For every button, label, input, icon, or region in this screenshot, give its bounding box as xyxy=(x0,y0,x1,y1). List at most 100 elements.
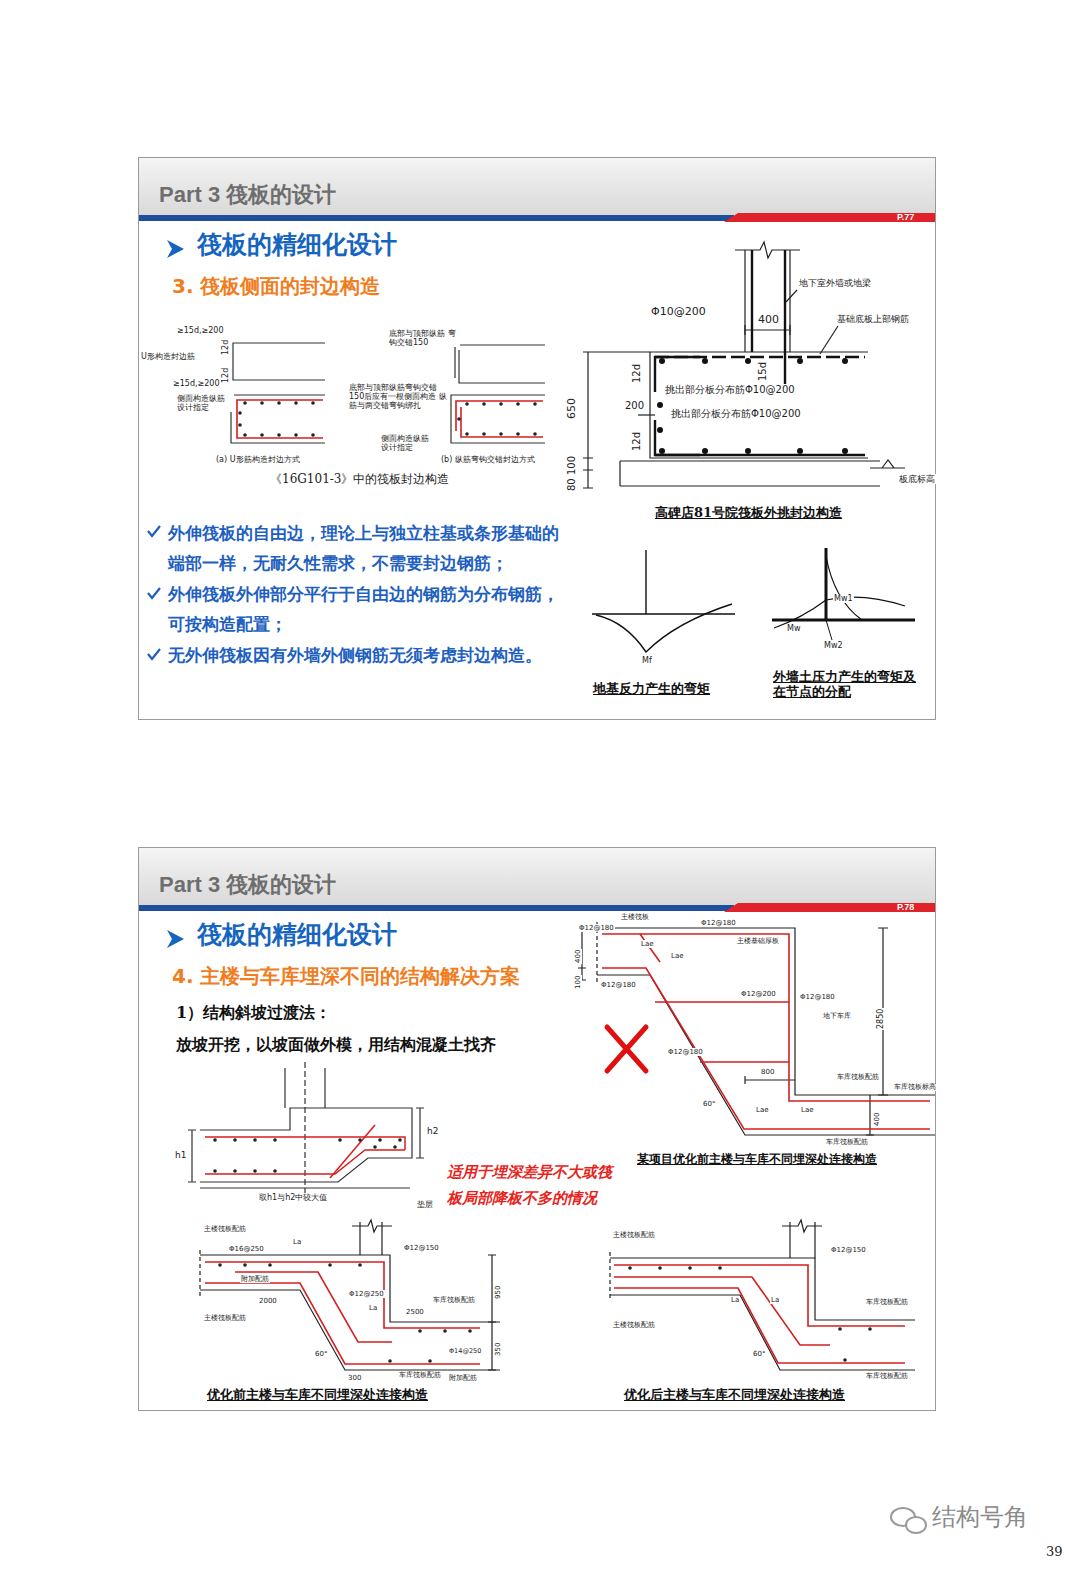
drawing-label: Φ12@180 xyxy=(700,919,737,927)
drawing-label: 12d xyxy=(631,363,643,384)
drawing-label: 垫层 xyxy=(416,1200,434,1209)
drawing-label: Φ12@180 xyxy=(799,993,836,1001)
drawing-label: Φ12@200 xyxy=(740,990,777,998)
applicability-note: 适用于埋深差异不大或筏板局部降板不多的情况 xyxy=(447,1159,619,1212)
drawing-label: 车库筏板配筋 xyxy=(825,1138,869,1146)
drawing-label: 车库筏板配筋 xyxy=(432,1296,476,1304)
page-tag: P.78 xyxy=(897,902,914,912)
drawing-label: 车库筏板配筋 xyxy=(398,1371,442,1379)
drawing-label: 车库筏板配筋 xyxy=(865,1298,909,1306)
drawing-label: 200 xyxy=(624,400,645,412)
watermark: 结构号角 xyxy=(932,1504,1028,1532)
drawing-label: Φ14@250 xyxy=(448,1348,482,1355)
drawing-label: h1 xyxy=(174,1150,187,1160)
page-text: 《16G101-3》中的筏板封边构造 xyxy=(270,473,449,487)
drawing-label: 板底标高 xyxy=(898,474,936,484)
drawing-label: 地下车库 xyxy=(822,1012,852,1020)
drawing-label: La xyxy=(770,1296,780,1304)
drawing-label: h2 xyxy=(426,1126,439,1136)
drawing-label: Φ10@200 xyxy=(650,306,707,319)
method-text: 1）结构斜坡过渡法： xyxy=(176,1004,331,1022)
drawing-label: 车库筏板配筋 xyxy=(865,1372,909,1380)
figure-caption: 优化前主楼与车库不同埋深处连接构造 xyxy=(207,1388,428,1403)
drawing-label: 主楼筏板配筋 xyxy=(612,1231,656,1239)
drawing-label: 底部与顶部纵筋弯钩交错 150后应有一根侧面构造 纵筋与两交错弯钩绑扎 xyxy=(348,383,450,411)
figure-caption: 高碑店81号院筏板外挑封边构造 xyxy=(655,506,842,521)
drawing-label: 800 xyxy=(760,1068,775,1076)
drawing-label: (a) U形筋构造封边方式 xyxy=(215,455,301,464)
drawing-label: 100 xyxy=(574,975,582,990)
drawing-label: Mw1 xyxy=(833,594,854,603)
drawing-label: La xyxy=(292,1238,302,1246)
drawing-label: Mf xyxy=(641,656,653,665)
slide-title: Part 3 筏板的设计 xyxy=(159,180,336,210)
drawing-label: ≥15d,≥200 xyxy=(176,326,224,335)
drawing-label: Mw2 xyxy=(823,641,844,650)
drawing-label: 侧面构造纵筋 设计指定 xyxy=(176,394,234,412)
drawing-label: 取h1与h2中较大值 xyxy=(258,1193,328,1202)
drawing-label: 100 xyxy=(566,455,578,476)
slide-title: Part 3 筏板的设计 xyxy=(159,870,336,900)
page-tag: P.77 xyxy=(897,212,914,222)
drawing-label: Φ12@180 xyxy=(578,924,615,932)
drawing-label: Lae xyxy=(800,1106,815,1114)
drawing-label: 2000 xyxy=(258,1297,278,1305)
figure-caption: 某项目优化前主楼与车库不同埋深处连接构造 xyxy=(637,1153,877,1167)
figure-caption: 外墙土压力产生的弯矩及在节点的分配 xyxy=(773,670,925,700)
drawing-label: 挑出部分板分布筋Φ10@200 xyxy=(664,384,796,396)
page-text: 39 xyxy=(1046,1545,1063,1560)
drawing-label: 主楼筏板配筋 xyxy=(203,1225,247,1233)
drawing-label: 车库筏板标高 xyxy=(893,1084,937,1091)
drawing-label: 附加配筋 xyxy=(240,1275,270,1283)
drawing-label: 挑出部分板分布筋Φ10@200 xyxy=(670,408,802,420)
drawing-label: Φ12@150 xyxy=(830,1246,867,1254)
bullet-note: 无外伸筏板因有外墙外侧钢筋无须考虑封边构造。 xyxy=(168,640,566,670)
drawing-label: 400 xyxy=(757,314,780,327)
drawing-label: 400 xyxy=(574,949,582,964)
drawing-label: Φ12@180 xyxy=(667,1048,704,1056)
drawing-label: Lae xyxy=(755,1106,770,1114)
drawing-label: 60° xyxy=(752,1350,766,1358)
drawing-label: Φ12@250 xyxy=(348,1290,385,1298)
drawing-label: Mw xyxy=(786,624,801,633)
subsection-heading: 3. 筏板侧面的封边构造 xyxy=(172,275,380,298)
drawing-label: 主楼基础厚板 xyxy=(736,937,780,945)
drawing-label: 60° xyxy=(702,1100,716,1108)
drawing-label: 650 xyxy=(566,397,579,420)
section-heading: 筏板的精细化设计 xyxy=(197,921,397,950)
drawing-label: 侧面构造纵筋 设计指定 xyxy=(380,434,438,452)
drawing-label: 地下室外墙或地梁 xyxy=(798,278,872,288)
figure-caption: 地基反力产生的弯矩 xyxy=(593,682,710,697)
drawing-label: 主楼筏板配筋 xyxy=(203,1314,247,1322)
drawing-label: 2850 xyxy=(876,1008,885,1030)
bullet-note: 外伸筏板外伸部分平行于自由边的钢筋为分布钢筋，可按构造配置； xyxy=(168,579,566,639)
drawing-label: 12d xyxy=(221,367,230,384)
drawing-label: 400 xyxy=(873,1112,881,1127)
drawing-label: 主楼筏板 xyxy=(620,913,650,921)
drawing-label: U形构造封边筋 xyxy=(140,352,196,361)
drawing-label: ≥15d,≥200 xyxy=(172,379,220,388)
drawing-label: 350 xyxy=(494,1342,502,1357)
drawing-label: 附加配筋 xyxy=(448,1374,478,1382)
figure-caption: 优化后主楼与车库不同埋深处连接构造 xyxy=(624,1388,845,1403)
drawing-label: 80 xyxy=(566,477,578,492)
drawing-label: (b) 纵筋弯钩交错封边方式 xyxy=(440,455,536,464)
drawing-label: Φ16@250 xyxy=(228,1245,265,1253)
drawing-label: 300 xyxy=(347,1374,362,1382)
drawing-label: La xyxy=(730,1296,740,1304)
drawing-label: Lae xyxy=(640,940,655,948)
drawing-label: 车库筏板配筋 xyxy=(836,1073,880,1081)
method-text: 放坡开挖，以坡面做外模，用结构混凝土找齐 xyxy=(176,1036,496,1054)
drawing-label: 950 xyxy=(494,1285,502,1300)
drawing-label: Φ12@180 xyxy=(600,981,637,989)
drawing-label: 2500 xyxy=(405,1308,425,1316)
drawing-label: La xyxy=(368,1304,378,1312)
drawing-label: 60° xyxy=(314,1350,328,1358)
drawing-label: 12d xyxy=(221,339,230,356)
drawing-label: Φ12@150 xyxy=(403,1244,440,1252)
